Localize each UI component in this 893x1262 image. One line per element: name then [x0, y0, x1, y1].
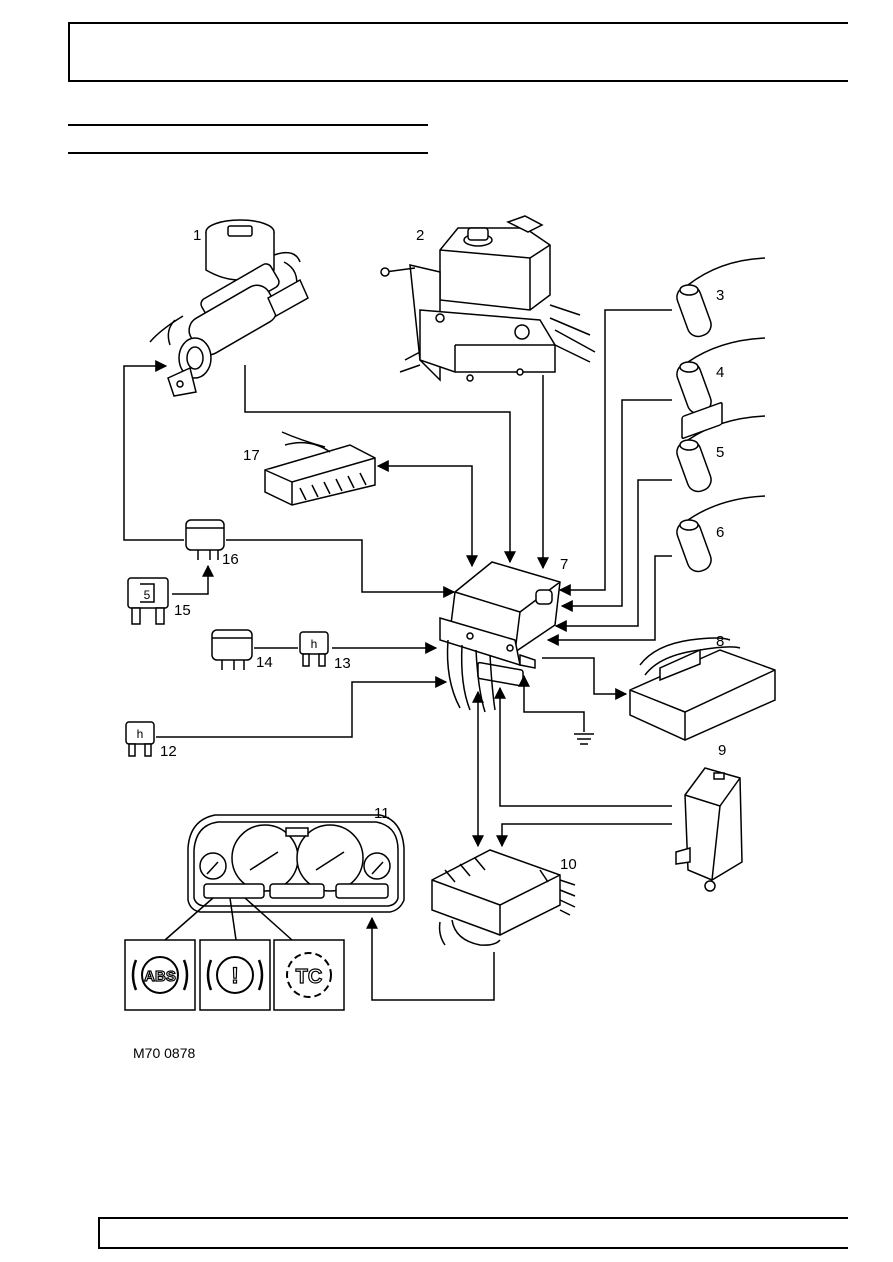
header-box [68, 22, 848, 82]
abs-lamp-text: ABS [144, 968, 176, 985]
callout-14: 14 [256, 654, 273, 671]
callout-10: 10 [560, 856, 577, 873]
callout-4: 4 [716, 364, 724, 381]
connection-lines [123, 309, 672, 1001]
callout-12: 12 [160, 743, 177, 760]
fuse-15-marking: 5 [144, 588, 151, 602]
line-fuse-12-ecu [156, 676, 448, 738]
line-sensor-5-ecu [554, 479, 672, 632]
abs-warning-lamp-icon: ABS [124, 939, 196, 1011]
callout-7: 7 [560, 556, 568, 573]
master-cylinder-icon [149, 219, 309, 397]
callout-3: 3 [716, 287, 724, 304]
callout-1: 1 [193, 227, 201, 244]
fuse-15-icon [127, 577, 169, 625]
ground-icon [574, 733, 594, 745]
instrument-pack-icon [187, 814, 405, 913]
line-master-cylinder-ecu [244, 365, 516, 564]
callout-17: 17 [243, 447, 260, 464]
tc-lamp-text: TC [296, 966, 323, 988]
callout-15: 15 [174, 602, 191, 619]
fuse-12-icon [125, 721, 155, 757]
traction-control-warning-lamp-icon: TC [273, 939, 345, 1011]
line-fuse-15-relay-16 [172, 564, 214, 595]
body-control-unit-icon [431, 849, 576, 946]
callout-16: 16 [222, 551, 239, 568]
lamp-callout-lines [164, 897, 293, 941]
relay-16-icon [185, 519, 225, 560]
callout-5: 5 [716, 444, 724, 461]
fuse-13-marking: h [311, 637, 318, 651]
line-diagnostic-ecu [376, 460, 478, 568]
callout-13: 13 [334, 655, 351, 672]
relay-14-icon [211, 629, 253, 670]
title-rule-bottom [68, 152, 428, 154]
line-sensor-9-ecu [494, 686, 672, 807]
wheel-sensor-front-left-icon [676, 337, 766, 415]
line-bcu-instrument-pack [366, 916, 495, 1001]
modulator-icon [380, 215, 596, 382]
callout-11: 11 [374, 805, 390, 822]
brake-warning-lamp-icon: ! [199, 939, 271, 1011]
sensor-9-icon [675, 767, 743, 892]
line-ecu-ecm [542, 657, 628, 700]
brake-lamp-text: ! [231, 963, 238, 988]
callout-6: 6 [716, 524, 724, 541]
line-sensor-3-ecu [558, 309, 672, 596]
wheel-sensor-front-right-icon [676, 257, 766, 338]
diagnostic-connector-icon [264, 431, 376, 506]
callout-8: 8 [716, 633, 724, 650]
footer-box [98, 1217, 848, 1249]
fuse-13-icon [299, 631, 329, 667]
callout-9: 9 [718, 742, 726, 759]
engine-control-module-icon [629, 402, 776, 741]
line-sensor-4-ecu [560, 399, 672, 612]
title-rule-top [68, 124, 428, 126]
figure-reference: M70 0878 [133, 1045, 195, 1061]
wheel-sensor-rear-right-icon [676, 415, 766, 493]
callout-2: 2 [416, 227, 424, 244]
abs-ecu-icon [439, 561, 561, 713]
line-sensor-6-ecu [546, 555, 672, 646]
line-ecu-ground [518, 674, 585, 732]
wheel-sensor-rear-left-icon [676, 495, 766, 573]
fuse-12-marking: h [137, 727, 144, 741]
line-sensor-9-bcu [496, 823, 672, 848]
line-relay-16-master-cylinder [123, 360, 184, 541]
line-relay-16-ecu [226, 539, 456, 598]
